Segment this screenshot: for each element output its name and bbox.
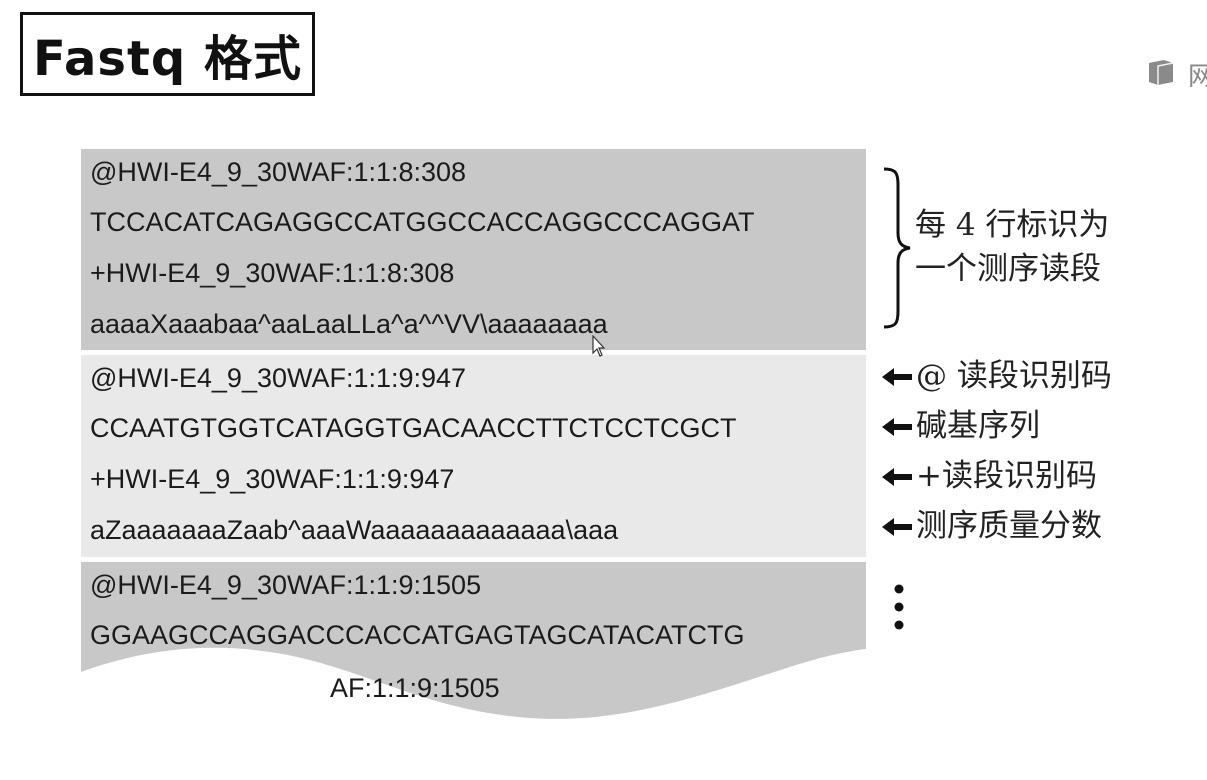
fastq-record-2: @HWI-E4_9_30WAF:1:1:9:947 CCAATGTGGTCATA…: [81, 355, 866, 557]
record-sequence: TCCACATCAGAGGCCATGGCCACCAGGCCCAGGAT: [90, 207, 755, 237]
left-arrow-icon: [882, 517, 912, 536]
annotation-plus: +读段识别码: [880, 461, 1097, 492]
torn-edge: [60, 645, 920, 780]
vertical-ellipsis-icon: [894, 584, 904, 630]
record-id-line: @HWI-E4_9_30WAF:1:1:8:308: [90, 157, 467, 187]
annotation-quality-label: 测序质量分数: [916, 508, 1102, 544]
curly-brace-icon: [883, 167, 911, 329]
annotation-sequence-label: 碱基序列: [916, 408, 1040, 444]
record-plus-line: +HWI-E4_9_30WAF:1:1:8:308: [90, 258, 455, 288]
mouse-cursor-icon: [592, 335, 606, 357]
record-sequence: GGAAGCCAGGACCCACCATGAGTAGCATACATCTG: [90, 620, 745, 650]
left-arrow-icon: [882, 467, 912, 486]
record-plus-line: +HWI-E4_9_30WAF:1:1:9:947: [90, 464, 455, 494]
left-arrow-icon: [882, 417, 912, 436]
book-icon: [1149, 60, 1174, 85]
annotation-sequence: 碱基序列: [880, 411, 1040, 442]
title-box: Fastq 格式: [20, 12, 315, 96]
annotation-quality: 测序质量分数: [880, 511, 1102, 542]
corner-label: 网: [1188, 62, 1207, 92]
fastq-record-1: @HWI-E4_9_30WAF:1:1:8:308 TCCACATCAGAGGC…: [81, 149, 866, 350]
left-arrow-icon: [882, 367, 912, 386]
page-title: Fastq 格式: [33, 31, 302, 87]
annotation-id: @ 读段识别码: [880, 361, 1112, 392]
annotation-id-label: @ 读段识别码: [916, 358, 1112, 394]
record-id-line: @HWI-E4_9_30WAF:1:1:9:947: [90, 363, 467, 393]
record-plus-line-partial: AF:1:1:9:1505: [330, 673, 500, 703]
record-quality: aaaaXaaabaa^aaLaaLLa^a^^VV\aaaaaaaa: [90, 309, 608, 339]
record-id-line: @HWI-E4_9_30WAF:1:1:9:1505: [90, 570, 482, 600]
brace-label-line1: 每 4 行标识为: [915, 207, 1110, 243]
record-sequence: CCAATGTGGTCATAGGTGACAACCTTCTCCTCGCT: [90, 413, 737, 443]
brace-label-line2: 一个测序读段: [915, 251, 1101, 287]
record-quality: aZaaaaaaaZaab^aaaWaaaaaaaaaaaaa\aaa: [90, 515, 619, 545]
annotation-plus-label: +读段识别码: [916, 458, 1097, 494]
